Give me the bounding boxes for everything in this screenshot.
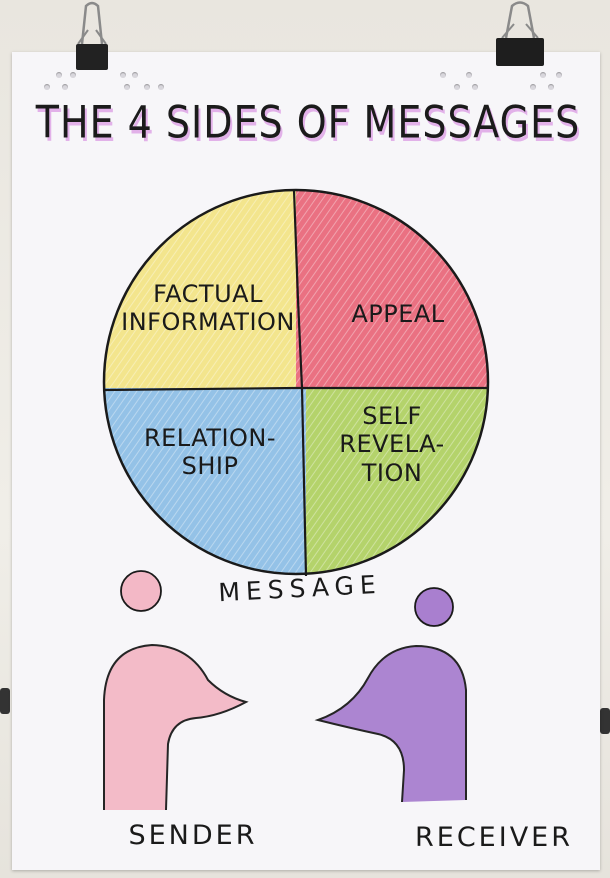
label-relationship-line-2: SHIP — [181, 452, 239, 481]
binder-clip-right-icon — [496, 1, 544, 66]
label-appeal-line-1: APPEAL — [351, 300, 445, 328]
label-self-revelation: SELF REVELA- TION — [312, 402, 472, 487]
binder-clip-left-icon — [76, 1, 108, 70]
message-circle-outline — [102, 188, 490, 576]
horizontal-divider — [103, 386, 488, 392]
receiver-label: RECEIVER — [415, 822, 573, 853]
label-self-line-2: REVELA- — [339, 430, 445, 459]
label-factual-information: FACTUAL INFORMATION — [110, 280, 306, 337]
stand-left-bracket — [0, 688, 10, 714]
receiver-head — [414, 587, 454, 627]
sender-label: SENDER — [128, 820, 258, 851]
label-self-line-1: SELF — [362, 402, 422, 430]
vertical-divider — [292, 189, 308, 577]
receiver-body — [314, 644, 467, 803]
label-relationship: RELATION- SHIP — [120, 424, 300, 481]
label-factual-line-2: INFORMATION — [121, 308, 295, 337]
label-self-line-3: TION — [361, 458, 423, 487]
label-factual-line-1: FACTUAL — [153, 280, 263, 308]
stand-right-bracket — [600, 708, 610, 734]
page-title: THE 4 SIDES OF MESSAGES — [35, 96, 581, 148]
sender-head — [120, 570, 162, 612]
label-appeal: APPEAL — [318, 300, 478, 328]
sender-body — [103, 643, 249, 811]
label-relationship-line-1: RELATION- — [143, 424, 277, 452]
